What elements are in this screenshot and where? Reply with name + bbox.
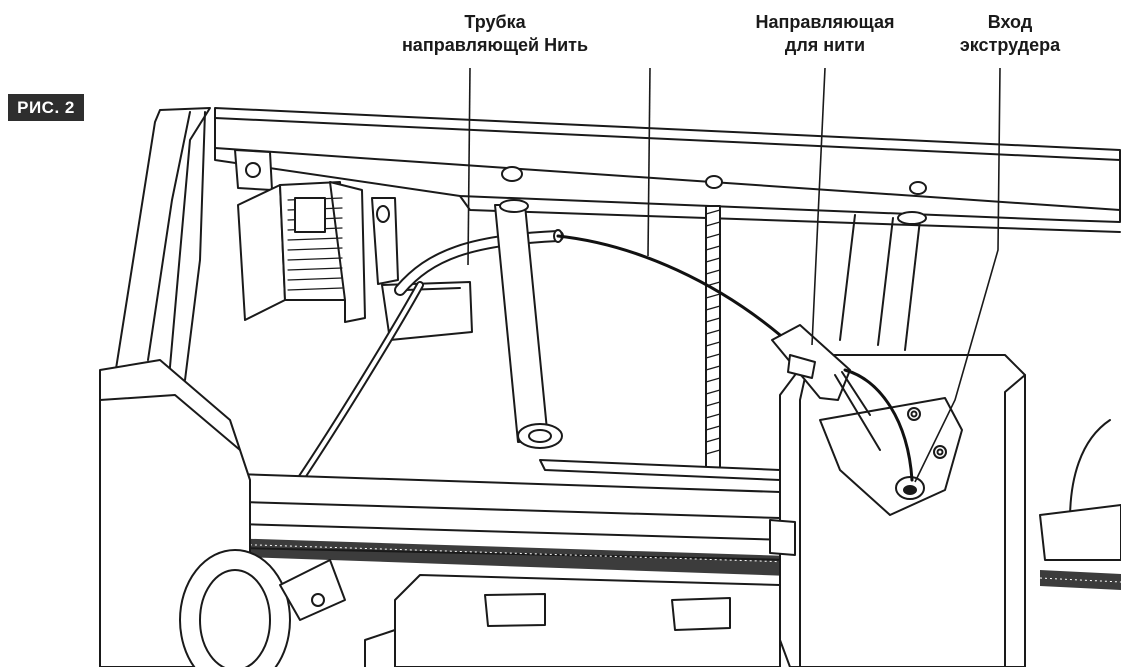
- callout-extruder-inlet: Вход экструдера: [930, 11, 1090, 57]
- stepper-motor: [238, 182, 365, 322]
- callout-inlet-line2: экструдера: [959, 35, 1061, 55]
- right-edge-parts: [1040, 420, 1121, 560]
- vertical-rod: [495, 200, 562, 448]
- filament-guide-clip: [772, 325, 880, 450]
- rail-hole-2: [706, 176, 722, 188]
- lead-screw: [706, 206, 720, 470]
- bottom-carriage: [365, 575, 780, 667]
- left-mount-bracket: [235, 150, 272, 190]
- figure-number-badge: РИС. 2: [8, 94, 84, 121]
- callout-guide-line2: для нити: [784, 35, 866, 55]
- callout-tube-line1: Трубка: [464, 12, 526, 32]
- x-axis-rods: [100, 460, 790, 560]
- leader-filament: [648, 68, 650, 256]
- leader-tube: [468, 68, 470, 265]
- rail-hole-1: [502, 167, 522, 181]
- left-lower-frame: [100, 360, 345, 667]
- extruder-mount-plate: [820, 398, 962, 515]
- filament-strand: [558, 236, 912, 480]
- callout-inlet-line1: Вход: [987, 12, 1033, 32]
- callout-leader-lines: [468, 68, 1000, 482]
- leader-inlet: [915, 68, 1000, 482]
- top-frame-rail: [215, 108, 1120, 232]
- callout-filament-guide-tube: Трубка направляющей Нить: [375, 11, 615, 57]
- callout-guide-line1: Направляющая: [755, 12, 895, 32]
- spool-holder-clip: [372, 198, 472, 340]
- callout-filament-guide: Направляющая для нити: [730, 11, 920, 57]
- callout-tube-line2: направляющей Нить: [401, 35, 589, 55]
- leader-guide: [812, 68, 825, 345]
- rail-hole-3: [910, 182, 926, 194]
- right-vertical-rods: [840, 212, 926, 350]
